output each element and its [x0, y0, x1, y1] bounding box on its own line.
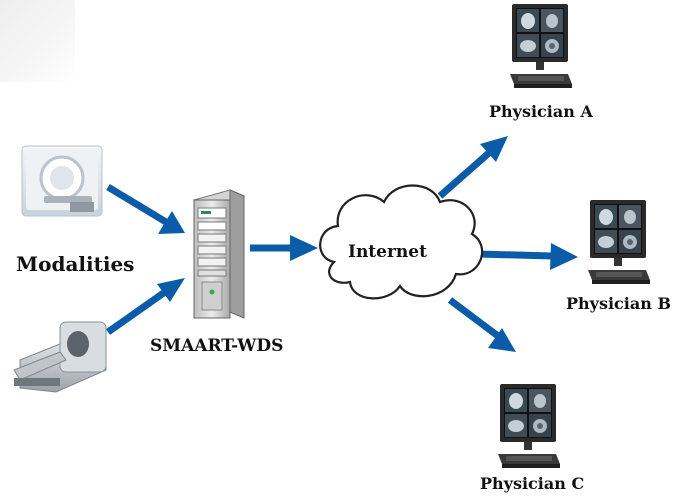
- arrow-internet-to-physician-a: [437, 136, 508, 199]
- arrow-server-to-internet: [250, 235, 318, 261]
- corner-background: [0, 0, 75, 82]
- cloud-icon: [319, 184, 484, 300]
- arrow-internet-to-physician-c: [447, 297, 516, 352]
- physician-a-label: Physician A: [489, 102, 593, 121]
- server-label: SMAART-WDS: [150, 336, 284, 356]
- server-tower-icon: [192, 189, 246, 319]
- internet-label: Internet: [348, 242, 427, 262]
- physician-c-workstation-icon: [498, 384, 560, 468]
- physician-a-workstation-icon: [510, 4, 572, 88]
- physician-b-workstation-icon: [588, 200, 650, 284]
- mri-scanner-icon: [13, 321, 107, 393]
- physician-c-label: Physician C: [480, 474, 585, 493]
- arrow-internet-to-physician-b: [477, 243, 578, 270]
- ct-scanner-icon: [21, 145, 103, 217]
- arrow-ct-to-server: [106, 184, 185, 234]
- physician-b-label: Physician B: [566, 294, 671, 313]
- arrow-mri-to-server: [105, 278, 185, 335]
- modalities-label: Modalities: [16, 252, 135, 276]
